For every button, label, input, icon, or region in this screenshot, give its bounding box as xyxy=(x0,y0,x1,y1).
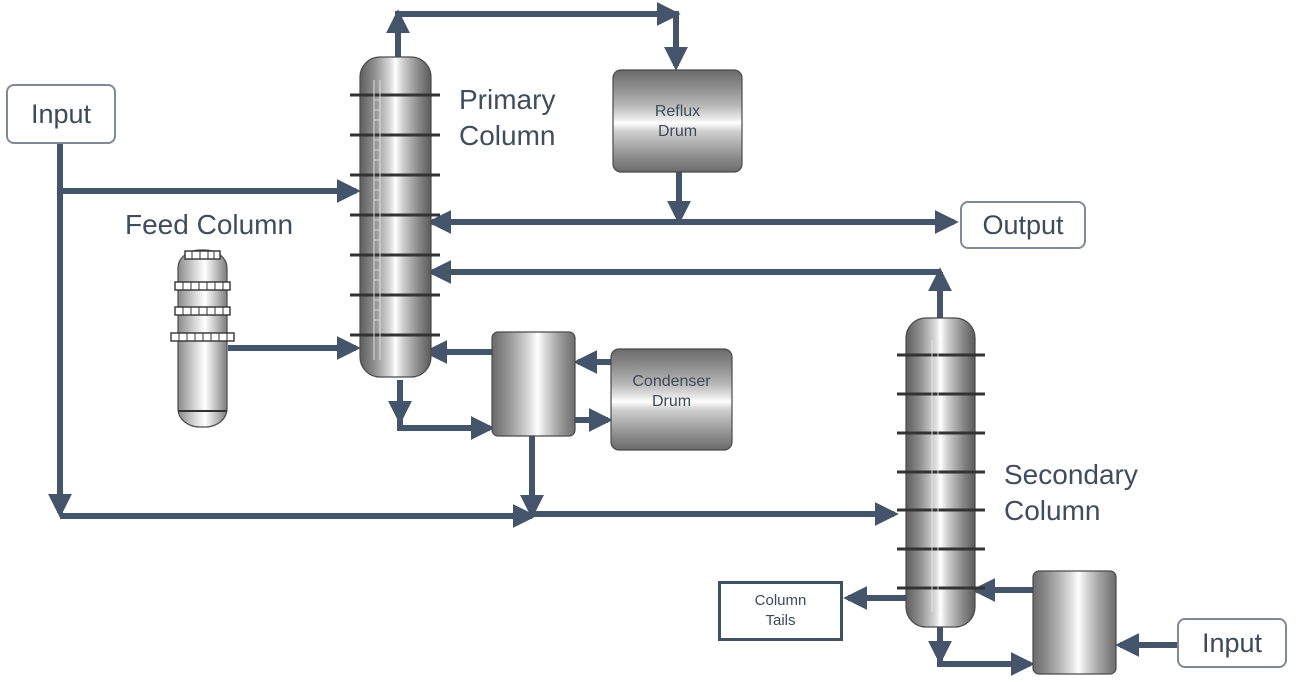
column-tails-label-line1: Column xyxy=(754,592,807,609)
feed-column-label: Feed Column xyxy=(125,209,294,240)
reflux-drum-label-line2: Drum xyxy=(657,123,698,140)
input-right-label: Input xyxy=(1201,627,1263,658)
primary-exchanger-vessel xyxy=(491,331,576,437)
reflux-drum-label: Reflux Drum xyxy=(613,102,742,142)
primary-column-vessel xyxy=(350,56,440,378)
input-terminal-left: Input xyxy=(6,84,116,144)
pipe-input-feed xyxy=(57,143,361,203)
secondary-column-label-line1: Secondary xyxy=(1004,459,1138,490)
secondary-column-label-line2: Column xyxy=(1004,495,1101,526)
reflux-drum-vessel xyxy=(612,69,743,173)
output-label: Output xyxy=(982,209,1064,240)
pipe-primary-overhead xyxy=(395,11,688,71)
primary-column-label: Primary Column xyxy=(459,82,555,154)
reflux-drum-label-line1: Reflux xyxy=(654,103,701,120)
condenser-drum-label-line2: Drum xyxy=(651,393,692,410)
condenser-drum-label: Condenser Drum xyxy=(611,372,732,412)
pipe-secondary-bottoms xyxy=(937,626,1035,676)
feed-column-vessel xyxy=(170,249,235,428)
condenser-drum-vessel xyxy=(610,348,733,451)
primary-column-label-line1: Primary xyxy=(459,84,556,115)
output-terminal: Output xyxy=(960,201,1086,249)
secondary-column-label: Secondary Column xyxy=(1004,457,1138,529)
input-terminal-right: Input xyxy=(1177,618,1287,668)
column-tails-box: Column Tails xyxy=(718,581,843,641)
condenser-drum-label-line1: Condenser xyxy=(632,373,711,390)
input-left-label: Input xyxy=(30,98,92,129)
primary-column-label-line2: Column xyxy=(459,120,556,151)
secondary-column-vessel xyxy=(897,317,985,628)
column-tails-label-line2: Tails xyxy=(765,612,796,629)
secondary-reboiler-vessel xyxy=(1032,570,1117,675)
pipe-primary-bottoms xyxy=(397,380,495,440)
